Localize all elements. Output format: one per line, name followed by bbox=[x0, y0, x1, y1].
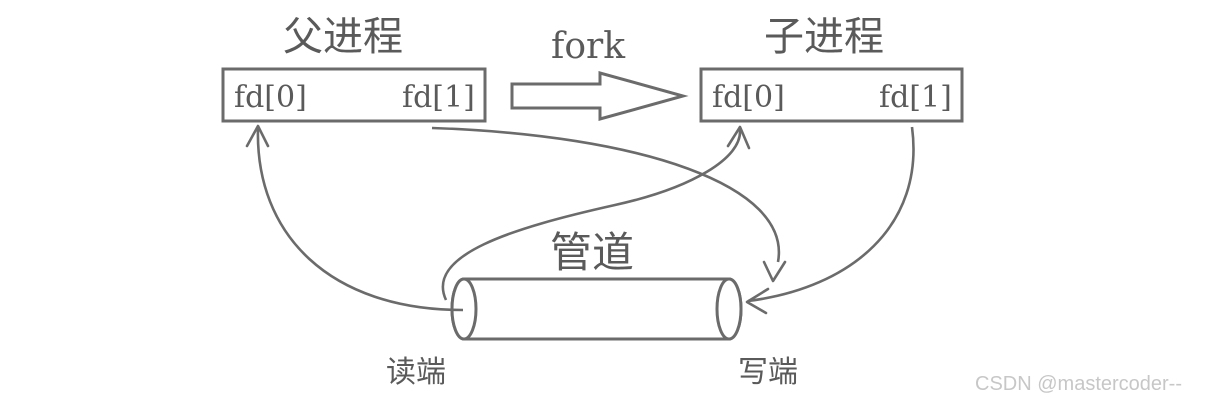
child-fd1-label: fd[1] bbox=[879, 80, 952, 115]
child-fd1-to-write-end-curve bbox=[747, 126, 915, 303]
parent-fd0-label: fd[0] bbox=[234, 80, 307, 115]
parent-process-box bbox=[221, 67, 487, 123]
read-end-to-parent-fd0-curve bbox=[256, 127, 464, 312]
child-process-box bbox=[699, 67, 964, 123]
pipe-title: 管道 bbox=[550, 228, 634, 277]
child-process-title: 子进程 bbox=[764, 14, 884, 60]
pipe-cylinder bbox=[450, 277, 743, 341]
read-end-to-child-fd0-curve bbox=[441, 129, 742, 301]
child-fd0-arrowhead bbox=[726, 125, 751, 150]
write-end-arrowhead-from-child bbox=[745, 287, 770, 315]
csdn-watermark: CSDN @mastercoder-- bbox=[975, 373, 1182, 395]
parent-fd0-arrowhead bbox=[245, 124, 270, 148]
write-end-arrowhead-from-parent bbox=[762, 260, 787, 283]
fork-label: fork bbox=[551, 26, 626, 67]
fork-arrow bbox=[510, 71, 689, 121]
parent-fd1-label: fd[1] bbox=[402, 80, 475, 115]
read-end-label: 读端 bbox=[386, 355, 446, 390]
pipe-write-end-face bbox=[715, 277, 743, 341]
parent-process-title: 父进程 bbox=[283, 14, 403, 60]
parent-fd1-to-write-end-curve bbox=[431, 126, 781, 263]
write-end-label: 写端 bbox=[738, 355, 798, 390]
child-fd0-label: fd[0] bbox=[712, 80, 785, 115]
